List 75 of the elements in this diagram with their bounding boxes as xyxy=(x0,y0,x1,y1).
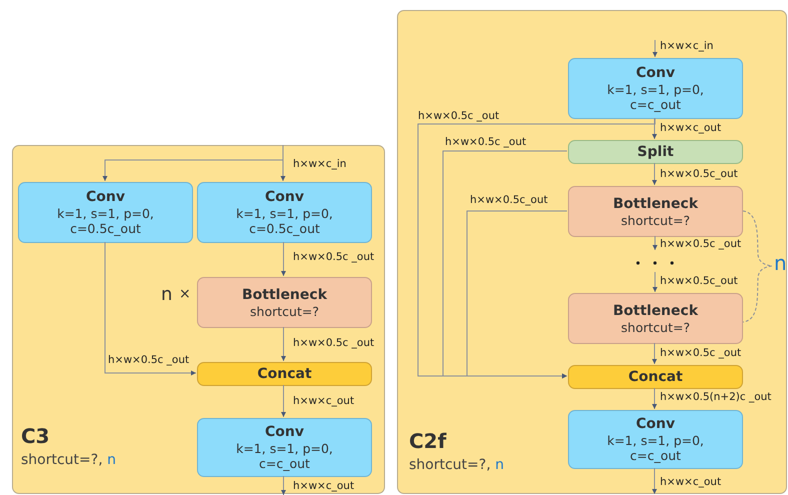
conv-block xyxy=(197,182,372,243)
block-params: shortcut=? xyxy=(620,320,691,334)
multiply-sign: × xyxy=(179,286,191,302)
arrow xyxy=(281,326,286,362)
arrow xyxy=(652,388,657,410)
arrow xyxy=(281,384,286,418)
block-title: Conv xyxy=(265,189,304,206)
block-title: Conv xyxy=(86,189,125,206)
edge-label: h×w×0.5c _out xyxy=(418,110,500,122)
conv-block xyxy=(18,182,193,243)
bottleneck-block xyxy=(568,293,743,344)
arrow xyxy=(418,118,656,378)
block-params: k=1, s=1, p=0, c=0.5c_out xyxy=(56,206,155,236)
block-title: Bottleneck xyxy=(612,302,698,320)
repeat-count: n xyxy=(107,452,116,468)
block-title: Concat xyxy=(257,366,312,382)
arrow xyxy=(652,162,657,186)
edge-label: h×w×0.5c_out xyxy=(660,275,738,287)
conv-block xyxy=(568,410,743,469)
module-panel xyxy=(397,10,787,494)
edge-label: h×w×c_in xyxy=(293,158,346,170)
arrow xyxy=(280,144,286,182)
module-panel xyxy=(12,145,385,494)
module-title: C2f xyxy=(409,429,446,453)
module-params: shortcut=?, xyxy=(21,452,103,468)
arrow xyxy=(652,118,657,140)
arrow xyxy=(281,476,286,495)
edge-label: h×w×0.5c _out xyxy=(660,238,742,250)
arrow xyxy=(442,150,568,378)
concat-block xyxy=(568,365,743,389)
block-params: k=1, s=1, p=0, c=c_out xyxy=(606,82,705,112)
block-params: shortcut=? xyxy=(249,304,320,318)
repeat-count: n xyxy=(495,457,504,473)
arrow xyxy=(652,272,658,292)
edge-label: h×w×c_out xyxy=(293,480,354,492)
block-params: k=1, s=1, p=0, c=c_out xyxy=(606,433,705,463)
edge-label: h×w×c_out xyxy=(660,476,722,488)
edge-label: h×w×c_out xyxy=(293,395,354,407)
block-title: Bottleneck xyxy=(242,286,328,304)
edge-label: h×w×0.5c _out xyxy=(445,136,526,148)
conv-block xyxy=(568,58,743,119)
block-title: Conv xyxy=(636,416,675,433)
block-params: k=1, s=1, p=0, c=c_out xyxy=(235,441,334,471)
repeat-count: n xyxy=(774,252,787,274)
edge-label: h×w×c_in xyxy=(660,40,714,52)
arrow xyxy=(281,242,286,276)
conv-block xyxy=(197,418,372,477)
split-block xyxy=(568,140,743,164)
arrow xyxy=(652,468,657,494)
block-title: Conv xyxy=(636,65,675,82)
block-title: Bottleneck xyxy=(612,196,698,212)
edge-label: h×w×0.5c_out xyxy=(470,194,548,206)
bottleneck-block xyxy=(568,186,743,237)
arrow xyxy=(104,242,196,376)
arrow xyxy=(652,342,657,364)
edge-label: h×w×0.5c_out xyxy=(660,168,738,180)
block-params: shortcut=? xyxy=(620,212,691,228)
edge-label: h×w×0.5c _out xyxy=(293,337,374,349)
edge-label: h×w×c_out xyxy=(660,122,722,134)
concat-block xyxy=(197,362,372,386)
block-title: Split xyxy=(637,144,674,160)
module-params: shortcut=?, xyxy=(409,457,491,473)
block-title: Concat xyxy=(628,368,683,386)
edge-label: h×w×0.5(n+2)c _out xyxy=(660,391,772,403)
block-title: Conv xyxy=(265,424,304,441)
edge-label: h×w×0.5c _out xyxy=(660,347,742,359)
arrow xyxy=(466,210,568,378)
edge-label: h×w×0.5c _out xyxy=(108,354,190,366)
bottleneck-block xyxy=(197,277,372,328)
block-params: k=1, s=1, p=0, c=0.5c_out xyxy=(235,206,334,236)
edge-label: h×w×0.5c _out xyxy=(293,251,374,263)
arrow xyxy=(652,40,658,58)
arrow xyxy=(652,236,658,250)
repeat-count: n xyxy=(161,284,172,305)
module-title: C3 xyxy=(21,424,50,448)
